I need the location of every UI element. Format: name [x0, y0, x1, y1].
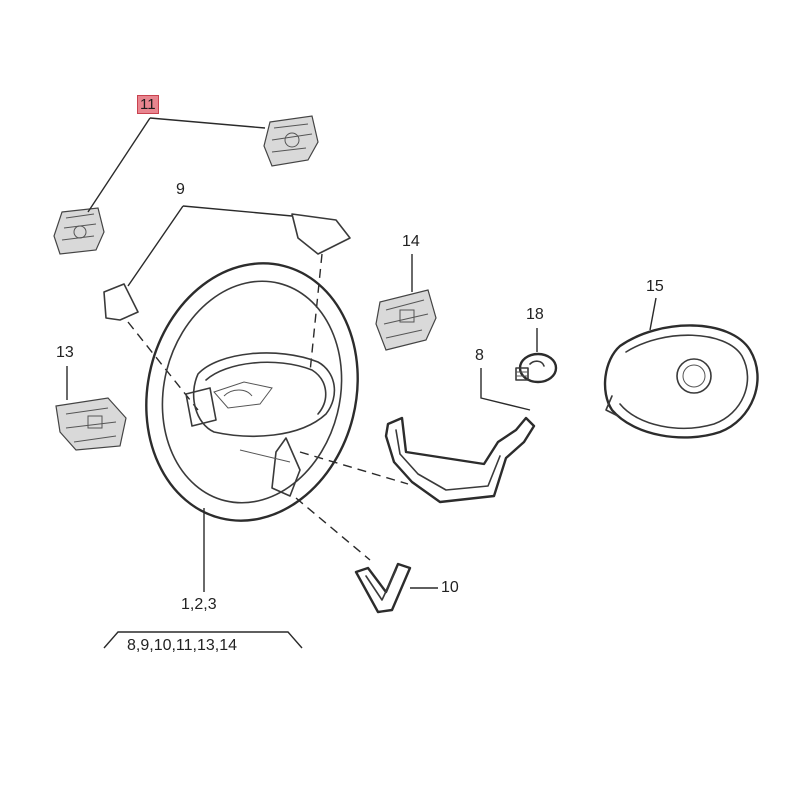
assembly-bracket — [103, 631, 303, 649]
callout-10[interactable]: 10 — [441, 579, 459, 596]
callout-9[interactable]: 9 — [176, 181, 185, 198]
callout-13[interactable]: 13 — [56, 344, 74, 361]
part-15-airbag-unit — [603, 324, 759, 439]
callout-15[interactable]: 15 — [646, 278, 664, 295]
part-11-left-button-module — [53, 207, 105, 255]
part-10-bottom-trim — [354, 562, 412, 614]
callout-assembly-parts[interactable]: 1,2,3 — [181, 596, 217, 613]
part-8-leader — [480, 368, 531, 411]
part-18-screw — [515, 352, 558, 384]
part-11-right-button-module — [263, 115, 319, 167]
part-15-leader — [649, 297, 657, 331]
callout-8[interactable]: 8 — [475, 347, 484, 364]
callout-14[interactable]: 14 — [402, 233, 420, 250]
callout-11[interactable]: 11 — [137, 95, 159, 114]
part-9-leaders — [127, 205, 323, 411]
callout-18[interactable]: 18 — [526, 306, 544, 323]
part-14-button-module — [375, 289, 437, 351]
part-8-trim-strip — [384, 416, 536, 504]
steering-wheel-hub — [185, 352, 336, 497]
part-9-left-trim-cover — [103, 283, 139, 321]
steering-wheel-rim — [145, 262, 359, 522]
part-13-button-module — [55, 397, 127, 451]
part-9-right-trim-cover — [291, 213, 351, 255]
part-11-leaders — [87, 117, 266, 213]
part-10-connector — [295, 497, 371, 561]
callout-assembly-includes: 8,9,10,11,13,14 — [127, 637, 238, 654]
